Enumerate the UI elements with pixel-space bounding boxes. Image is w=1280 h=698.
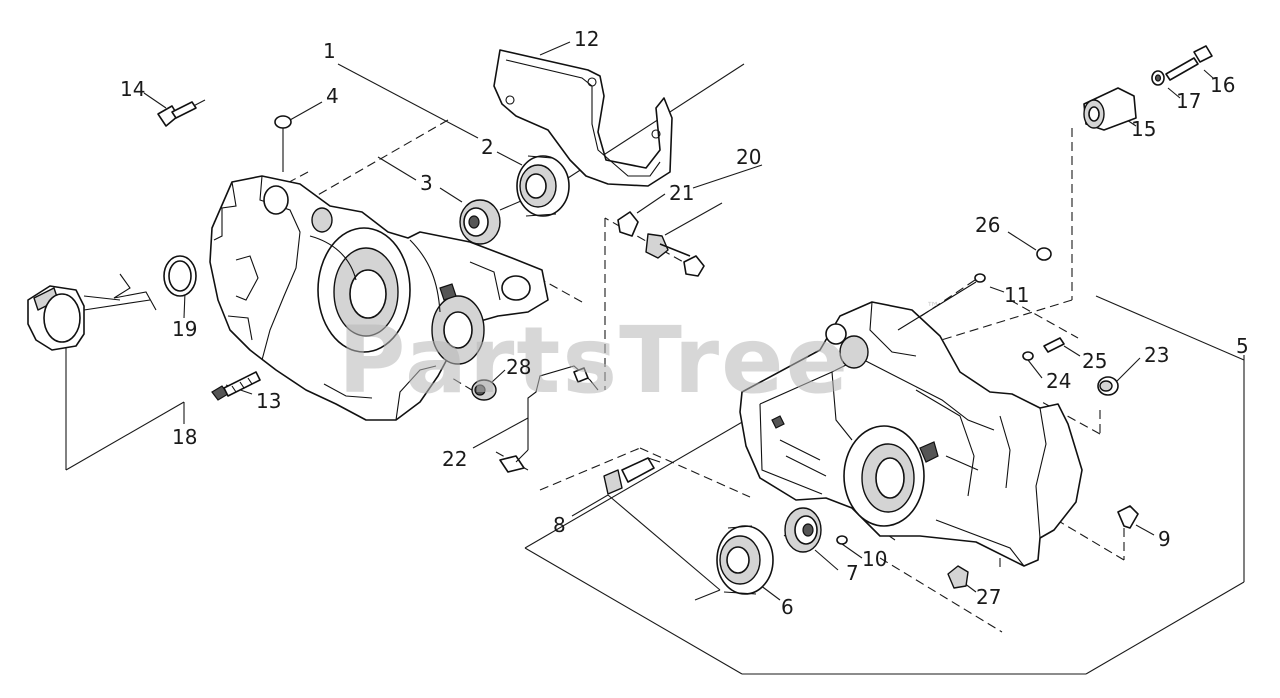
callout-6: 6 bbox=[781, 595, 794, 619]
impulse-fitting-20-21 bbox=[617, 211, 705, 277]
bearing-2 bbox=[516, 155, 570, 217]
oil-seal-3 bbox=[459, 199, 501, 245]
screw-25 bbox=[1043, 337, 1065, 353]
pin-9 bbox=[1117, 505, 1139, 529]
callout-28: 28 bbox=[506, 355, 531, 379]
right-crankcase-half bbox=[739, 301, 1083, 567]
crankcase-gasket bbox=[493, 49, 673, 187]
o-ring-19 bbox=[163, 255, 197, 297]
callout-5: 5 bbox=[1236, 334, 1249, 358]
callout-4: 4 bbox=[326, 84, 339, 108]
dowel-26 bbox=[1036, 247, 1052, 261]
callout-7: 7 bbox=[846, 561, 859, 585]
pin-10 bbox=[836, 535, 848, 545]
grommet-28 bbox=[471, 379, 497, 401]
oil-cap-18 bbox=[27, 273, 157, 351]
callout-18: 18 bbox=[172, 425, 197, 449]
callout-27: 27 bbox=[976, 585, 1001, 609]
callout-21: 21 bbox=[669, 181, 694, 205]
callout-1: 1 bbox=[323, 39, 336, 63]
callout-15: 15 bbox=[1131, 117, 1156, 141]
ground-wire-22 bbox=[499, 365, 599, 473]
callout-19: 19 bbox=[172, 317, 197, 341]
watermark: PartsTree ™ bbox=[338, 300, 940, 414]
callout-20: 20 bbox=[736, 145, 761, 169]
callout-14: 14 bbox=[120, 77, 145, 101]
watermark-trademark: ™ bbox=[926, 300, 940, 316]
callout-25: 25 bbox=[1082, 349, 1107, 373]
callout-13: 13 bbox=[256, 389, 281, 413]
watermark-text: PartsTree bbox=[338, 307, 850, 414]
callout-9: 9 bbox=[1158, 527, 1171, 551]
callout-10: 10 bbox=[862, 547, 887, 571]
callout-11: 11 bbox=[1004, 283, 1029, 307]
callout-17: 17 bbox=[1176, 89, 1201, 113]
screw-4 bbox=[274, 115, 292, 172]
bolt-11 bbox=[897, 273, 986, 331]
rubber-damper-15 bbox=[1083, 87, 1137, 131]
callout-22: 22 bbox=[442, 447, 467, 471]
bearing-6 bbox=[716, 525, 774, 595]
callout-26: 26 bbox=[975, 213, 1000, 237]
callout-3: 3 bbox=[420, 171, 433, 195]
parts-artwork bbox=[27, 45, 1213, 595]
washer-24 bbox=[1022, 351, 1034, 361]
callout-2: 2 bbox=[481, 135, 494, 159]
left-crankcase-half bbox=[209, 175, 549, 421]
oil-seal-7 bbox=[784, 507, 822, 553]
plug-23 bbox=[1097, 376, 1119, 396]
valve-8 bbox=[603, 457, 661, 495]
callout-24: 24 bbox=[1046, 369, 1071, 393]
callout-23: 23 bbox=[1144, 343, 1169, 367]
nut-27 bbox=[947, 565, 969, 589]
washer-17 bbox=[1151, 70, 1165, 86]
callout-labels: 1 2 3 4 5 6 7 8 9 10 11 12 13 14 15 16 1… bbox=[120, 27, 1249, 619]
bolt-14 bbox=[157, 101, 197, 127]
callout-12: 12 bbox=[574, 27, 599, 51]
callout-16: 16 bbox=[1210, 73, 1235, 97]
callout-8: 8 bbox=[553, 513, 566, 537]
bolt-13 bbox=[211, 371, 261, 401]
bolt-16 bbox=[1165, 45, 1213, 81]
